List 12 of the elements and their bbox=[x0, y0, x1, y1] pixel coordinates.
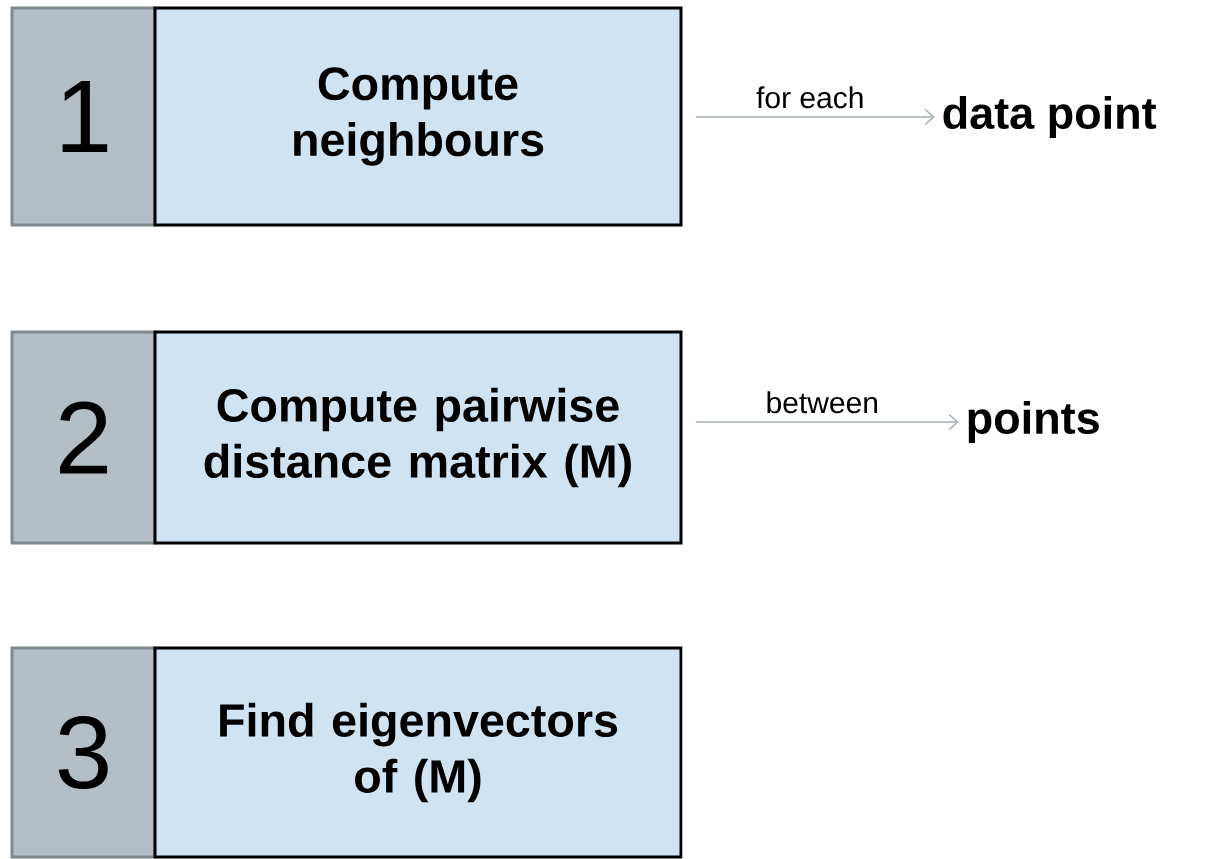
step-number-box: 1 bbox=[10, 6, 157, 227]
edge-label: between bbox=[767, 391, 877, 414]
edge-label: for each bbox=[756, 86, 863, 109]
arrow bbox=[695, 413, 959, 431]
step-number-box: 2 bbox=[10, 330, 157, 545]
process-box: Compute neighbours bbox=[153, 6, 683, 227]
result-text: data point bbox=[943, 96, 1157, 138]
result-text: points bbox=[968, 401, 1099, 443]
arrow bbox=[695, 108, 935, 126]
process-box: Find eigenvectors of (M) bbox=[153, 646, 683, 859]
step-number-box: 3 bbox=[10, 646, 157, 859]
process-box: Compute pairwise distance matrix (M) bbox=[153, 330, 683, 545]
